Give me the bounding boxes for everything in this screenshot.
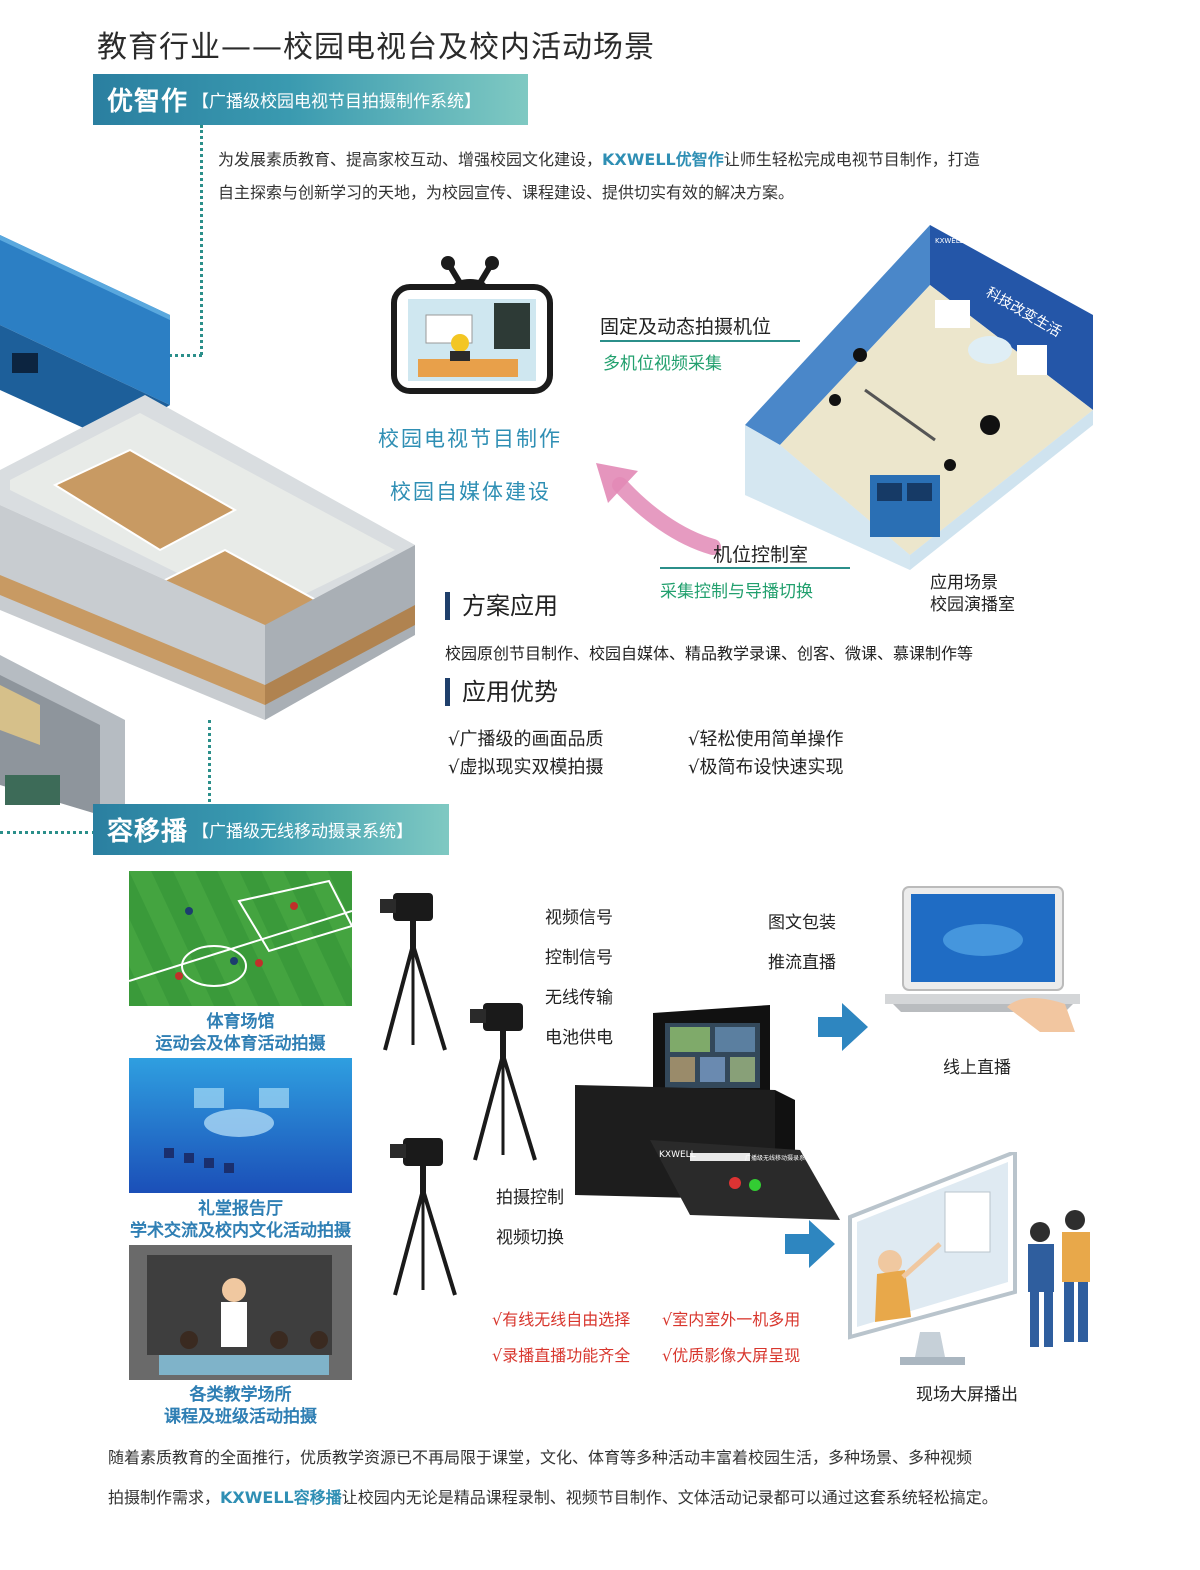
scene-caption-line: 体育场馆 <box>206 1012 275 1032</box>
feature-item: √录播直播功能齐全 <box>492 1346 631 1365</box>
camera-position-title: 固定及动态拍摄机位 <box>600 316 772 338</box>
dotted-connector <box>208 720 211 832</box>
youzhizuo-intro: 为发展素质教育、提高家校互动、增强校园文化建设，KXWELL优智作让师生轻松完成… <box>218 143 1098 209</box>
rongyibo-banner-subtitle: 【广播级无线移动摄录系统】 <box>192 822 414 842</box>
summary-brand: KXWELL容移播 <box>220 1488 342 1507</box>
summary-text: 让校园内无论是精品课程录制、视频节目制作、文体活动记录都可以通过这套系统轻松搞定… <box>341 1488 998 1507</box>
feature-item: √有线无线自由选择 <box>492 1310 631 1329</box>
advantage-item: √广播级的画面品质 <box>448 729 604 750</box>
intro-text: 为发展素质教育、提高家校互动、增强校园文化建设， <box>218 150 603 169</box>
advantage-item: √极简布设快速实现 <box>688 757 844 778</box>
signal-list: 视频信号 控制信号 无线传输 电池供电 <box>545 898 613 1058</box>
scene-caption-line: 各类教学场所 <box>189 1385 292 1405</box>
feature-item: √优质影像大屏呈现 <box>662 1346 801 1365</box>
advantage-item: √虚拟现实双模拍摄 <box>448 757 604 778</box>
summary-text: 拍摄制作需求， <box>108 1488 221 1507</box>
campus-isometric-illustration <box>0 235 415 815</box>
auditorium-image <box>129 1058 352 1193</box>
signal-item: 控制信号 <box>545 948 613 968</box>
tripod-camera-icon <box>380 893 447 1051</box>
control-room-subtitle: 采集控制与导播切换 <box>660 582 813 602</box>
sports-field-image <box>129 871 352 1006</box>
advantages-heading: 应用优势 <box>445 678 558 706</box>
output-list: 图文包装 推流直播 <box>768 903 836 983</box>
page-title: 教育行业——校园电视台及校内活动场景 <box>97 30 655 65</box>
control-item: 视频切换 <box>496 1228 564 1248</box>
divider-line <box>600 340 800 342</box>
studio-logo-text: KXWELL <box>935 237 964 245</box>
signal-item: 无线传输 <box>545 988 613 1008</box>
scene-label-line: 校园演播室 <box>930 595 1015 615</box>
dotted-connector <box>200 125 203 355</box>
production-device-illustration: KXWELL 广播级无线移动摄录系统 <box>575 1005 840 1220</box>
tripod-camera-icon <box>470 1003 537 1161</box>
scene-caption-auditorium: 礼堂报告厅 学术交流及校内文化活动拍摄 <box>112 1198 369 1242</box>
advantage-item: √轻松使用简单操作 <box>688 729 844 750</box>
right-arrow-icon <box>818 1003 868 1051</box>
scene-label: 应用场景 校园演播室 <box>930 572 1015 616</box>
scene-caption-line: 礼堂报告厅 <box>198 1199 283 1219</box>
classroom-image <box>129 1245 352 1380</box>
output-item: 图文包装 <box>768 913 836 933</box>
scene-caption-line: 运动会及体育活动拍摄 <box>155 1034 326 1054</box>
device-brand-text: KXWELL <box>659 1150 696 1160</box>
feature-item: √室内室外一机多用 <box>662 1310 801 1329</box>
right-arrow-icon <box>785 1220 835 1268</box>
scene-label-line: 应用场景 <box>930 573 998 593</box>
rongyibo-summary: 随着素质教育的全面推行，优质教学资源已不再局限于课堂，文化、体育等多种活动丰富着… <box>108 1438 1118 1518</box>
pink-arrow-icon <box>596 463 721 555</box>
youzhizuo-banner: 优智作 【广播级校园电视节目拍摄制作系统】 <box>93 74 528 125</box>
online-live-label: 线上直播 <box>943 1058 1011 1078</box>
youzhizuo-banner-title: 优智作 <box>107 87 189 117</box>
signal-item: 电池供电 <box>545 1028 613 1048</box>
tv-icon <box>391 256 553 394</box>
youzhizuo-banner-subtitle: 【广播级校园电视节目拍摄制作系统】 <box>192 92 482 112</box>
divider-line <box>660 567 850 569</box>
intro-text: 自主探索与创新学习的天地，为校园宣传、课程建设、提供切实有效的解决方案。 <box>218 183 795 202</box>
scene-caption-line: 学术交流及校内文化活动拍摄 <box>130 1221 351 1241</box>
signal-item: 视频信号 <box>545 908 613 928</box>
output-item: 推流直播 <box>768 953 836 973</box>
big-screen-illustration <box>848 1152 1090 1365</box>
scene-caption-sports: 体育场馆 运动会及体育活动拍摄 <box>129 1011 352 1055</box>
control-room-title: 机位控制室 <box>713 544 809 566</box>
summary-text: 随着素质教育的全面推行，优质教学资源已不再局限于课堂，文化、体育等多种活动丰富着… <box>108 1448 973 1467</box>
laptop-illustration <box>885 886 1080 1032</box>
studio-illustration: 科技改变生活 KXWELL <box>745 225 1093 570</box>
rongyibo-banner-title: 容移播 <box>107 817 189 847</box>
tripod-camera-icon <box>390 1138 457 1296</box>
scene-caption-line: 课程及班级活动拍摄 <box>164 1407 317 1427</box>
intro-brand: KXWELL优智作 <box>602 150 724 169</box>
solution-heading: 方案应用 <box>445 592 558 620</box>
control-item: 拍摄控制 <box>496 1188 564 1208</box>
dotted-connector <box>0 831 95 834</box>
control-list: 拍摄控制 视频切换 <box>496 1178 564 1258</box>
dotted-connector <box>150 354 202 357</box>
solution-text: 校园原创节目制作、校园自媒体、精品教学录课、创客、微课、慕课制作等 <box>445 644 974 663</box>
rongyibo-banner: 容移播 【广播级无线移动摄录系统】 <box>93 804 449 855</box>
scene-caption-classroom: 各类教学场所 课程及班级活动拍摄 <box>129 1384 352 1428</box>
big-screen-label: 现场大屏播出 <box>916 1385 1018 1405</box>
tv-label-media: 校园自媒体建设 <box>390 480 551 504</box>
intro-text: 让师生轻松完成电视节目制作，打造 <box>723 150 980 169</box>
camera-position-subtitle: 多机位视频采集 <box>603 354 722 374</box>
tv-label-program: 校园电视节目制作 <box>378 427 562 451</box>
device-label-text: 广播级无线移动摄录系统 <box>745 1154 811 1162</box>
